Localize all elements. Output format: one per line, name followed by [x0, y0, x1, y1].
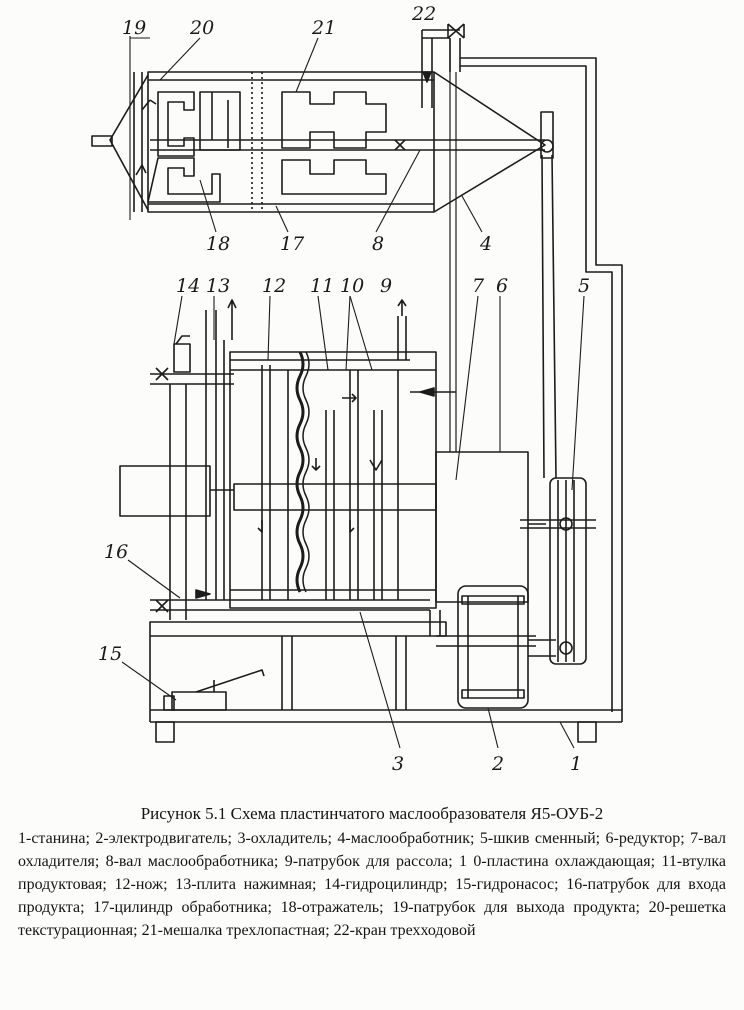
callout-19: 19	[122, 17, 146, 39]
machine-schematic: 19 20 21 22 18 17 8 4 14 13 12 11 10 9 7…	[91, 3, 623, 775]
legend-item: 2-электродвигатель;	[95, 830, 232, 847]
legend-item: 12-нож;	[114, 876, 168, 893]
butter-processor	[91, 71, 546, 213]
callout-16: 16	[104, 541, 128, 563]
legend-item: 1-станина;	[18, 830, 90, 847]
legend-item: 9-патрубок для рассола;	[284, 853, 453, 870]
cooler	[229, 299, 456, 609]
gearbox	[435, 40, 546, 603]
legend-item: 17-цилиндр обработника;	[93, 899, 272, 916]
callout-numbers: 19 20 21 22 18 17 8 4 14 13 12 11 10 9 7…	[98, 3, 590, 775]
callout-11: 11	[310, 275, 334, 297]
leader-lines	[121, 36, 585, 749]
legend-item: 5-шкив сменный;	[479, 830, 601, 847]
legend-item: 14-гидроцилиндр;	[324, 876, 448, 893]
three-way-valve	[421, 23, 623, 722]
legend-item: 6-редуктор;	[605, 830, 685, 847]
legend-item: 19-патрубок для выхода продукта;	[392, 899, 640, 916]
legend-item: 22-кран трехходовой	[333, 922, 476, 939]
callout-20: 20	[189, 17, 214, 39]
legend-item: 1 0-пластина охлаждающая;	[459, 853, 656, 870]
press-assembly	[119, 299, 430, 620]
callout-22: 22	[411, 3, 436, 25]
frame	[149, 610, 622, 743]
legend-item: 18-отражатель;	[280, 899, 384, 916]
legend-item: 3-охладитель;	[237, 830, 332, 847]
callout-4: 4	[479, 233, 492, 255]
callout-6: 6	[496, 275, 508, 297]
callout-15: 15	[98, 643, 122, 665]
callout-5: 5	[578, 275, 590, 297]
legend-item: 20-решетка текстурационная;	[18, 899, 727, 939]
figure-caption: Рисунок 5.1 Схема пластинчатого маслообр…	[18, 802, 726, 942]
legend-item: 8-вал маслообработника;	[105, 853, 279, 870]
callout-2: 2	[491, 753, 504, 775]
legend-item: 21-мешалка трехлопастная;	[141, 922, 330, 939]
legend-item: 16-патрубок для входа продукта;	[18, 876, 727, 916]
belt-drive	[520, 111, 596, 665]
electric-motor	[457, 585, 529, 709]
callout-1: 1	[570, 753, 582, 775]
legend-item: 4-маслообработник;	[337, 830, 475, 847]
callout-12: 12	[262, 275, 286, 297]
callout-7: 7	[472, 275, 485, 297]
callout-8: 8	[372, 233, 384, 255]
callout-9: 9	[380, 275, 392, 297]
legend-item: 13-плита нажимная;	[175, 876, 317, 893]
callout-17: 17	[280, 233, 305, 255]
callout-13: 13	[206, 275, 230, 297]
callout-10: 10	[340, 275, 364, 297]
callout-14: 14	[176, 275, 200, 297]
legend-item: 15-гидронасос;	[455, 876, 559, 893]
callout-18: 18	[206, 233, 230, 255]
figure-title: Рисунок 5.1 Схема пластинчатого маслообр…	[140, 804, 604, 823]
callout-3: 3	[392, 753, 404, 775]
callout-21: 21	[311, 17, 336, 39]
legend-item: 11-втулка продуктовая;	[18, 853, 726, 893]
legend-item: 7-вал охладителя;	[18, 830, 727, 870]
